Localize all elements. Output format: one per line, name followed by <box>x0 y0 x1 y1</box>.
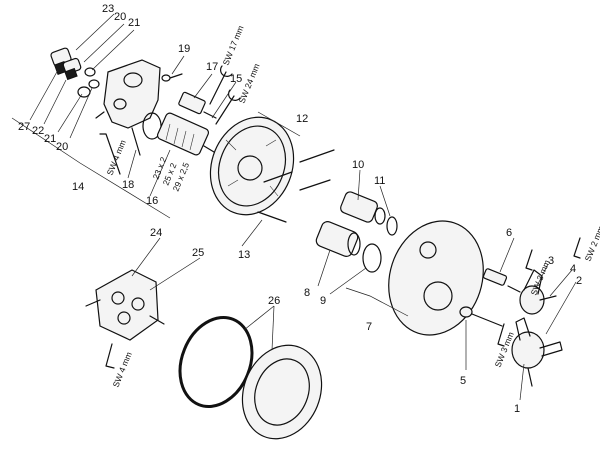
thermostat-cartridge-16 <box>142 112 215 156</box>
callout-3: 3 <box>548 255 554 267</box>
callout-14: 14 <box>72 181 84 193</box>
callout-24: 24 <box>150 227 162 239</box>
flange-plate-12 <box>209 116 295 216</box>
allen-key-sw4-b <box>105 343 115 369</box>
callout-27: 27 <box>18 121 30 133</box>
label-sw4-upper: SW 4 mm <box>105 138 128 176</box>
label-sw4-lower: SW 4 mm <box>111 350 134 388</box>
cartridge-spindle <box>203 145 215 153</box>
callout-20-top: 20 <box>114 11 126 23</box>
wrench-sw24 <box>215 89 241 125</box>
bracket-14 <box>11 117 171 219</box>
allen-key-sw2 <box>573 237 581 259</box>
callout-18: 18 <box>122 179 134 191</box>
screw-19 <box>161 73 183 82</box>
callout-7: 7 <box>366 321 372 333</box>
stop-cartridge-22 <box>62 57 82 81</box>
callout-5: 5 <box>460 375 466 387</box>
leader-lines <box>29 13 577 401</box>
callout-2: 2 <box>576 275 582 287</box>
allen-key-sw4-a <box>99 133 121 175</box>
callout-26: 26 <box>268 295 280 307</box>
stop-cartridge-21 <box>77 67 100 98</box>
callout-8: 8 <box>304 287 310 299</box>
callout-9: 9 <box>320 295 326 307</box>
screw-13a <box>299 149 335 163</box>
spindle-extension-17 <box>178 91 217 119</box>
handle-1 <box>511 317 563 387</box>
allen-key-sw3-a <box>525 249 533 271</box>
callout-6: 6 <box>506 227 512 239</box>
bracket-12 <box>257 111 301 137</box>
label-sw17: SW 17 mm <box>221 24 246 67</box>
callout-25: 25 <box>192 247 204 259</box>
trim-ring <box>241 344 323 440</box>
callout-19: 19 <box>178 43 190 55</box>
cover-plate-7 <box>388 220 484 336</box>
screw-13d <box>263 171 293 183</box>
mounting-frame-24 <box>85 269 165 341</box>
allen-key-sw3-b <box>497 323 505 347</box>
screw-13b <box>299 179 331 191</box>
callout-13: 13 <box>238 249 250 261</box>
callout-15: 15 <box>230 73 242 85</box>
callout-12: 12 <box>296 113 308 125</box>
screw-13c <box>257 211 287 223</box>
callout-16: 16 <box>146 195 158 207</box>
oring-11 <box>386 216 398 236</box>
oring-9 <box>362 243 382 273</box>
callout-1: 1 <box>514 403 520 415</box>
callout-20-bottom: 20 <box>56 141 68 153</box>
callout-22: 22 <box>32 125 44 137</box>
label-sw2: SW 2 mm <box>583 224 600 262</box>
valve-port-top <box>123 72 143 88</box>
sleeve-10 <box>340 191 386 225</box>
valve-port-side <box>113 98 127 110</box>
insert-6 <box>482 268 521 293</box>
handle-4 <box>519 269 557 315</box>
insert-5 <box>459 306 503 327</box>
callout-numbers: 23 20 21 27 22 21 20 19 17 15 18 16 14 1… <box>18 3 582 415</box>
valve-body <box>103 59 161 129</box>
valve-body-group <box>11 47 171 219</box>
callout-4: 4 <box>570 263 576 275</box>
callout-21-top: 21 <box>128 17 140 29</box>
callout-11: 11 <box>374 175 385 187</box>
callout-21-bottom: 21 <box>44 133 56 145</box>
valve-mount-ear <box>95 111 105 119</box>
callout-10: 10 <box>352 159 364 171</box>
screw-18 <box>131 127 141 156</box>
sleeve-8 <box>315 221 361 257</box>
cartridge-body <box>156 112 210 156</box>
wrench-sw17 <box>209 65 233 105</box>
callout-23: 23 <box>102 3 114 15</box>
callout-17: 17 <box>206 61 218 73</box>
bracket-7 <box>345 287 409 317</box>
